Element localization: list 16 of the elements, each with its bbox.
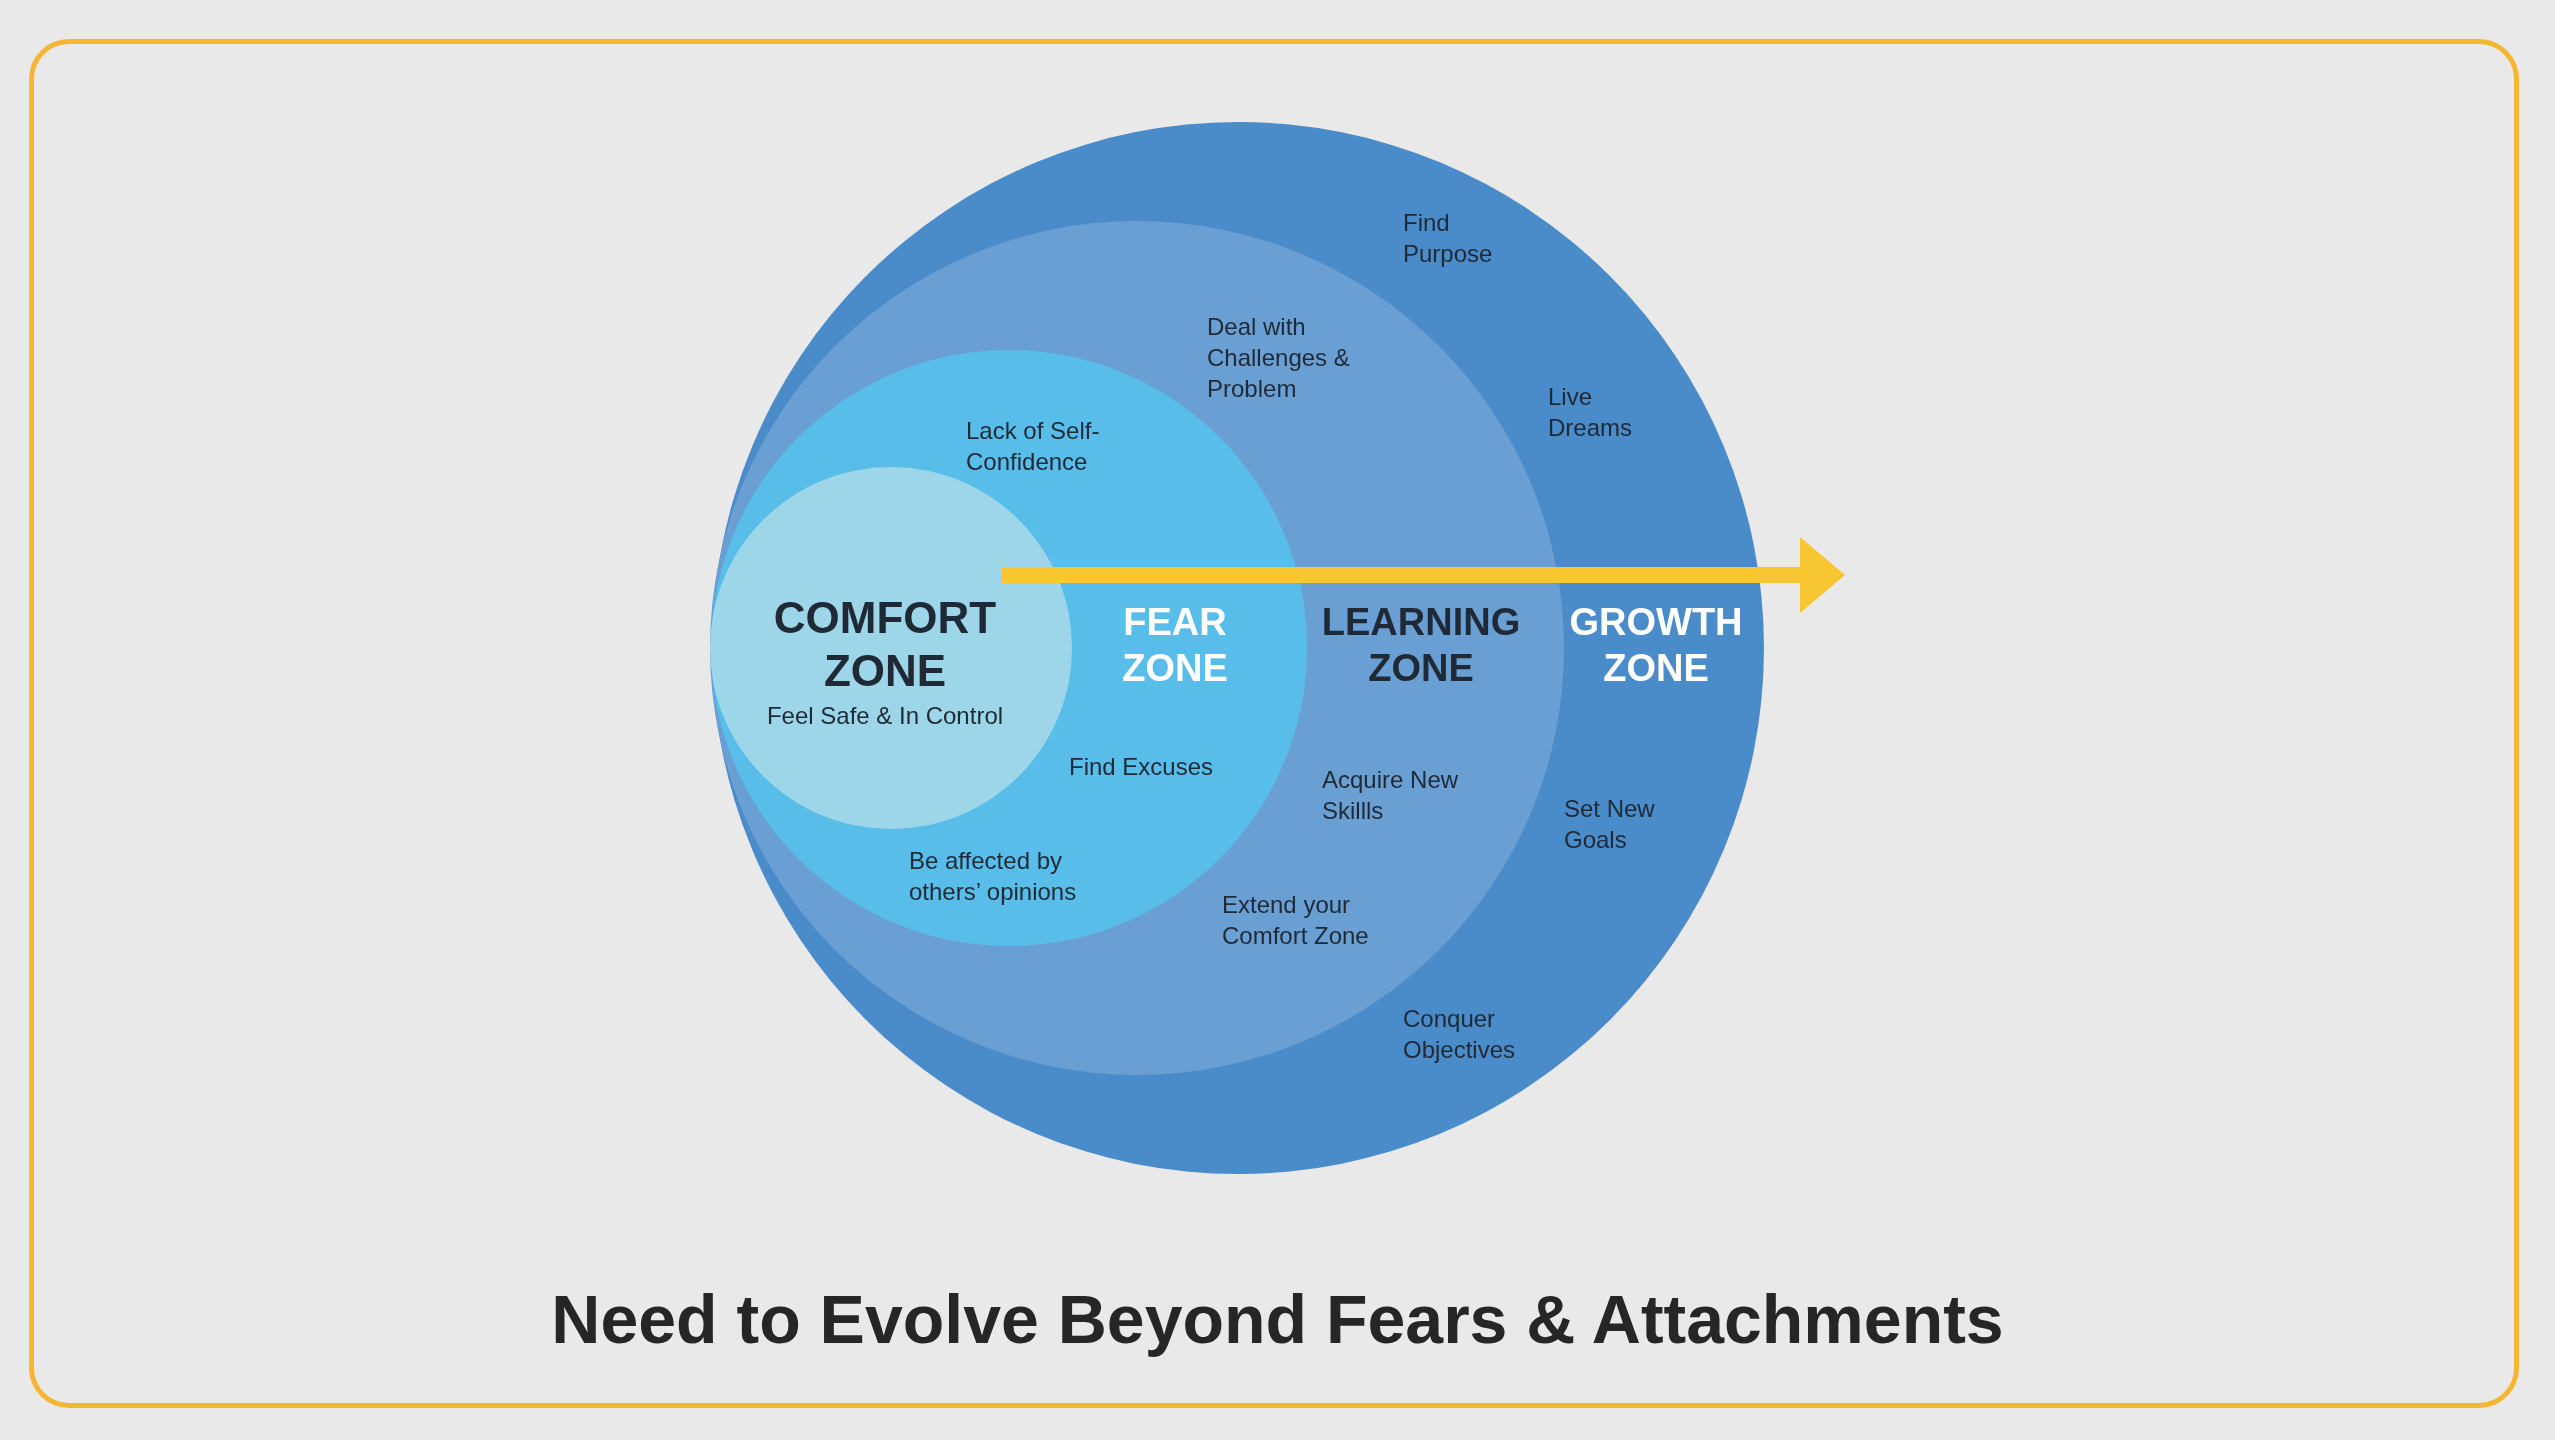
zone-title: COMFORT ZONE [772, 592, 998, 697]
zone-trait: Be affected by others’ opinions [909, 846, 1078, 908]
zone-title: LEARNING ZONE [1320, 600, 1522, 691]
zone-title: GROWTH ZONE [1568, 600, 1744, 691]
zone-trait: Lack of Self-Confidence [966, 416, 1101, 478]
zone-trait: Deal with Challenges & Problem [1207, 312, 1351, 405]
diagram-title: Need to Evolve Beyond Fears & Attachments [550, 1280, 2005, 1359]
zone-trait: Live Dreams [1548, 382, 1633, 444]
zone-title: FEAR ZONE [1121, 600, 1229, 691]
zone-trait: Find Purpose [1403, 208, 1494, 270]
zone-trait: Acquire New Skillls [1322, 765, 1460, 827]
zone-trait: Find Excuses [1069, 752, 1215, 782]
zone-trait: Feel Safe & In Control [765, 701, 1005, 731]
zone-trait: Conquer Objectives [1403, 1004, 1517, 1066]
zone-trait: Set New Goals [1564, 794, 1656, 856]
zone-trait: Extend your Comfort Zone [1222, 890, 1370, 952]
